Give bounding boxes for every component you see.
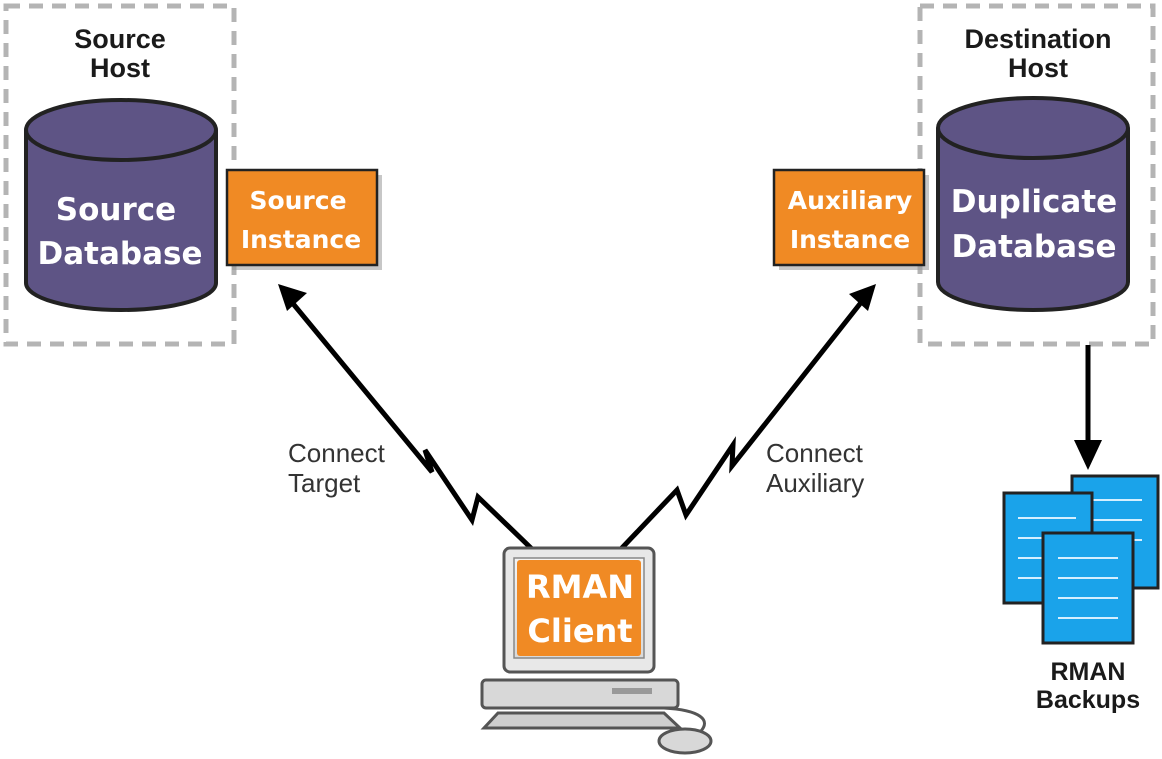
connect-auxiliary-arrow (618, 284, 876, 552)
source-instance-label-line2: Instance (241, 225, 361, 254)
rman-client-label-line1: RMAN (526, 568, 634, 606)
connect-target-label-line2: Target (288, 468, 361, 498)
rman-backups-document-stack-icon (1002, 474, 1160, 645)
connect-target-arrow (278, 284, 535, 552)
backup-arrow (1074, 345, 1102, 470)
destination-host: Destination Host Duplicate Database (917, 3, 1156, 347)
source-instance-label-line1: Source (249, 186, 346, 215)
auxiliary-instance-label-line2: Instance (790, 225, 910, 254)
connect-target-label-line1: Connect (288, 438, 386, 468)
source-host-title-line2: Host (90, 53, 150, 83)
connect-auxiliary-label-line2: Auxiliary (766, 468, 864, 498)
source-host-title-line1: Source (74, 24, 166, 54)
rman-client-label-line2: Client (527, 612, 632, 650)
destination-host-title-line2: Host (1008, 53, 1068, 83)
rman-client-computer-icon (480, 546, 713, 755)
source-host: Source Host Source Database (3, 3, 237, 347)
auxiliary-instance-label-line1: Auxiliary (788, 186, 912, 215)
connect-auxiliary-label-line1: Connect (766, 438, 864, 468)
source-database-label-line1: Source (56, 192, 176, 228)
duplicate-database-cylinder-icon (936, 96, 1130, 312)
duplicate-database-label-line1: Duplicate (951, 184, 1117, 220)
destination-host-title-line1: Destination (964, 24, 1111, 54)
duplicate-database-label-line2: Database (952, 229, 1117, 265)
rman-backups-label-line1: RMAN (1051, 658, 1126, 686)
source-instance-box: Source Instance (225, 168, 382, 270)
rman-backups-label-line2: Backups (1036, 686, 1140, 714)
auxiliary-instance-box: Auxiliary Instance (772, 168, 929, 270)
source-database-label-line2: Database (38, 236, 203, 272)
source-database-cylinder-icon (24, 98, 218, 312)
